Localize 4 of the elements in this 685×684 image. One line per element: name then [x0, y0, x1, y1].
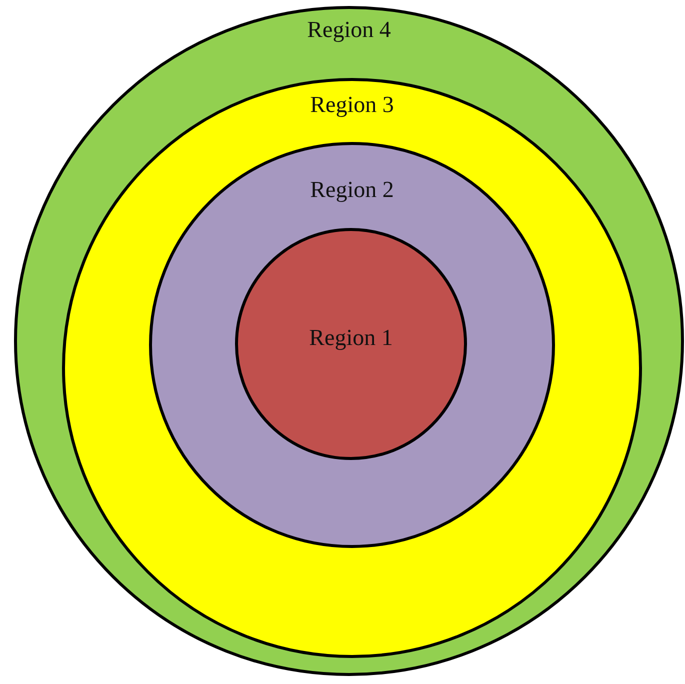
- region-label: Region 3: [310, 91, 394, 119]
- region-label: Region 1: [309, 324, 393, 352]
- region-label: Region 2: [310, 176, 394, 204]
- region-label: Region 4: [307, 16, 391, 44]
